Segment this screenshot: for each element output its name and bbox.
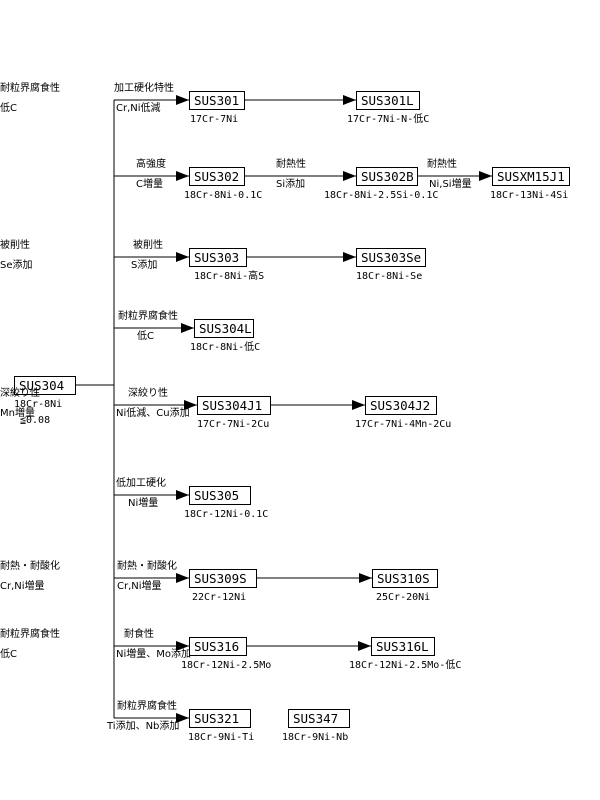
branch-property-label: 被削性 xyxy=(133,240,163,251)
arrowhead xyxy=(352,400,365,410)
grade-box: SUSXM15J1 xyxy=(492,167,570,186)
arrowhead xyxy=(176,171,189,181)
branch-property-label: 耐粒界腐食性 xyxy=(118,311,178,322)
grade-composition: 25Cr-20Ni xyxy=(376,592,431,603)
branch-modification-label: Ni低減、Cu添加 xyxy=(116,408,190,419)
arrowhead xyxy=(343,95,356,105)
grade-composition: 17Cr-7Ni-2Cu xyxy=(197,419,270,430)
branch-modification-label: Ni増量、Mo添加 xyxy=(116,649,192,660)
derivation-modification-label: Se添加 xyxy=(0,260,33,271)
grade-composition: 18Cr-12Ni-2.5Mo xyxy=(181,660,272,671)
grade-composition: 18Cr-8Ni-高S xyxy=(194,271,265,282)
grade-box: SUS316 xyxy=(189,637,247,656)
grade-box: SUS304J1 xyxy=(197,396,271,415)
grade-box: SUS347 xyxy=(288,709,350,728)
grade-composition: 18Cr-9Ni-Ti xyxy=(188,732,255,743)
derivation-modification-label: Mn増量 xyxy=(0,408,35,419)
arrowhead xyxy=(176,573,189,583)
arrowhead xyxy=(176,490,189,500)
branch-modification-label: C増量 xyxy=(136,179,163,190)
grade-box: SUS304L xyxy=(194,319,254,338)
grade-composition: 17Cr-7Ni-N-低C xyxy=(347,114,430,125)
arrowhead xyxy=(184,400,197,410)
branch-property-label: 耐食性 xyxy=(124,629,154,640)
arrowhead xyxy=(176,641,189,651)
grade-composition: 17Cr-7Ni-4Mn-2Cu xyxy=(355,419,452,430)
derivation-modification-label: Cr,Ni増量 xyxy=(0,581,45,592)
derivation-property-label: 耐熱性 xyxy=(276,159,306,170)
branch-modification-label: Ni増量 xyxy=(128,498,159,509)
grade-box: SUS302 xyxy=(189,167,245,186)
arrowhead xyxy=(343,171,356,181)
derivation-property-label: 耐熱・耐酸化 xyxy=(0,561,60,572)
derivation-modification-label: 低C xyxy=(0,103,17,114)
derivation-modification-label: Si添加 xyxy=(276,179,306,190)
grade-box: SUS310S xyxy=(372,569,438,588)
arrowhead xyxy=(176,713,189,723)
root-composition: 18Cr-8Ni xyxy=(14,399,63,410)
grade-composition: 17Cr-7Ni xyxy=(190,114,239,125)
grade-box: SUS302B xyxy=(356,167,418,186)
derivation-property-label: 深絞り性 xyxy=(0,388,40,399)
branch-property-label: 高強度 xyxy=(136,159,166,170)
arrowhead xyxy=(176,95,189,105)
branch-modification-label: 低C xyxy=(137,331,154,342)
grade-box: SUS304J2 xyxy=(365,396,437,415)
derivation-property-label: 耐熱性 xyxy=(427,159,457,170)
grade-box: SUS303Se xyxy=(356,248,426,267)
derivation-modification-label: Ni,Si増量 xyxy=(429,179,472,190)
branch-modification-label: Ti添加、Nb添加 xyxy=(107,721,180,732)
grade-composition: 18Cr-8Ni-Se xyxy=(356,271,423,282)
grade-box: SUS316L xyxy=(371,637,435,656)
branch-property-label: 深絞り性 xyxy=(128,388,168,399)
branch-property-label: 耐熱・耐酸化 xyxy=(117,561,177,572)
derivation-property-label: 被削性 xyxy=(0,240,30,251)
grade-composition: 22Cr-12Ni xyxy=(192,592,247,603)
grade-box: SUS301L xyxy=(356,91,420,110)
grade-composition: 18Cr-8Ni-2.5Si-0.1C xyxy=(324,190,439,201)
branch-property-label: 加工硬化特性 xyxy=(114,83,174,94)
arrowhead xyxy=(479,171,492,181)
grade-composition: 18Cr-8Ni-低C xyxy=(190,342,261,353)
arrowhead xyxy=(359,573,372,583)
arrowhead xyxy=(176,252,189,262)
arrowhead xyxy=(343,252,356,262)
branch-modification-label: Cr,Ni低減 xyxy=(116,103,161,114)
grade-composition: 18Cr-9Ni-Nb xyxy=(282,732,349,743)
derivation-modification-label: 低C xyxy=(0,649,17,660)
branch-modification-label: Cr,Ni増量 xyxy=(117,581,162,592)
root-carbon-limit: ≦0.08 xyxy=(20,415,51,426)
branch-property-label: 耐粒界腐食性 xyxy=(117,701,177,712)
arrowhead xyxy=(181,323,194,333)
grade-composition: 18Cr-13Ni-4Si xyxy=(490,190,569,201)
root-grade-box: SUS304 xyxy=(14,376,76,395)
branch-modification-label: S添加 xyxy=(131,260,158,271)
grade-composition: 18Cr-12Ni-2.5Mo-低C xyxy=(349,660,462,671)
grade-composition: 18Cr-12Ni-0.1C xyxy=(184,509,269,520)
arrowhead xyxy=(358,641,371,651)
branch-property-label: 低加工硬化 xyxy=(116,478,166,489)
grade-box: SUS309S xyxy=(189,569,257,588)
grade-composition: 18Cr-8Ni-0.1C xyxy=(184,190,263,201)
grade-box: SUS321 xyxy=(189,709,251,728)
grade-box: SUS305 xyxy=(189,486,251,505)
grade-box: SUS303 xyxy=(189,248,247,267)
derivation-property-label: 耐粒界腐食性 xyxy=(0,83,60,94)
grade-box: SUS301 xyxy=(189,91,245,110)
derivation-property-label: 耐粒界腐食性 xyxy=(0,629,60,640)
